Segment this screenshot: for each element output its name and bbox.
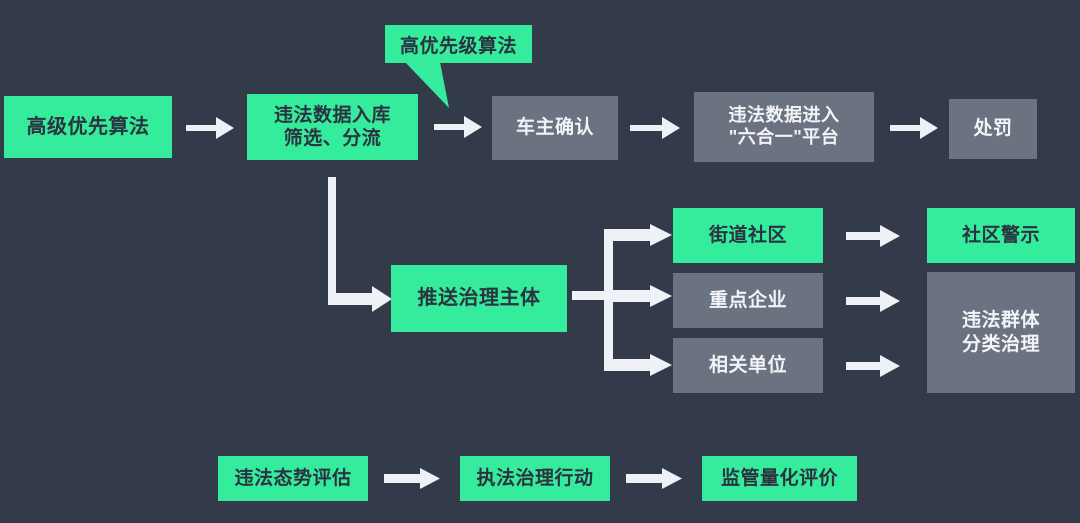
node-label: 推送治理主体 [417, 287, 541, 310]
node-enforcement-action[interactable]: 执法治理行动 [460, 456, 610, 501]
node-penalty[interactable]: 处罚 [949, 99, 1037, 159]
node-six-in-one-platform[interactable]: 违法数据进入 "六合一"平台 [694, 92, 874, 162]
elbow-arrow-icon [328, 286, 392, 312]
bracket-branch-arrow-icon [604, 285, 672, 307]
node-key-enterprise[interactable]: 重点企业 [673, 273, 823, 328]
node-label: 违法群体 分类治理 [961, 310, 1040, 355]
node-illegal-group-classification[interactable]: 违法群体 分类治理 [927, 272, 1075, 393]
node-label: 违法数据进入 "六合一"平台 [728, 105, 840, 147]
bracket-branch-arrow-icon [604, 224, 672, 246]
arrow-right-icon [626, 468, 682, 489]
bracket-branch-arrow-icon [604, 354, 672, 376]
node-label: 相关单位 [708, 354, 787, 376]
node-label: 违法态势评估 [234, 467, 352, 489]
callout-high-priority-algorithm: 高优先级算法 [385, 25, 532, 63]
node-regulatory-quant-evaluation[interactable]: 监管量化评价 [702, 456, 857, 501]
arrow-right-icon [890, 117, 938, 139]
node-label: 违法数据入库 筛选、分流 [273, 104, 391, 149]
elbow-arrow-vertical-segment [328, 177, 336, 301]
node-label: 高级优先算法 [26, 115, 150, 138]
node-push-governance-subject[interactable]: 推送治理主体 [391, 265, 567, 332]
bracket-stem [572, 291, 612, 300]
node-label: 车主确认 [515, 117, 594, 139]
arrow-right-icon [846, 355, 900, 377]
callout-tail-icon [405, 62, 449, 108]
arrow-right-icon [186, 117, 234, 139]
node-owner-confirm[interactable]: 车主确认 [492, 96, 618, 160]
node-label: 社区警示 [961, 224, 1040, 246]
node-community-warning[interactable]: 社区警示 [927, 208, 1075, 263]
node-label: 监管量化评价 [720, 467, 838, 489]
node-label: 执法治理行动 [476, 467, 594, 489]
arrow-right-icon [434, 116, 482, 138]
node-advanced-priority-algorithm[interactable]: 高级优先算法 [4, 96, 172, 158]
node-related-unit[interactable]: 相关单位 [673, 338, 823, 393]
arrow-right-icon [846, 225, 900, 247]
node-label: 处罚 [973, 118, 1013, 140]
node-label: 重点企业 [708, 289, 787, 311]
node-illegal-data-entry[interactable]: 违法数据入库 筛选、分流 [247, 94, 418, 160]
node-label: 街道社区 [708, 224, 787, 246]
callout-label: 高优先级算法 [399, 35, 517, 57]
node-violation-situation-assessment[interactable]: 违法态势评估 [218, 456, 368, 501]
node-street-community[interactable]: 街道社区 [673, 208, 823, 263]
arrow-right-icon [384, 468, 440, 489]
arrow-right-icon [846, 290, 900, 312]
arrow-right-icon [630, 117, 680, 139]
